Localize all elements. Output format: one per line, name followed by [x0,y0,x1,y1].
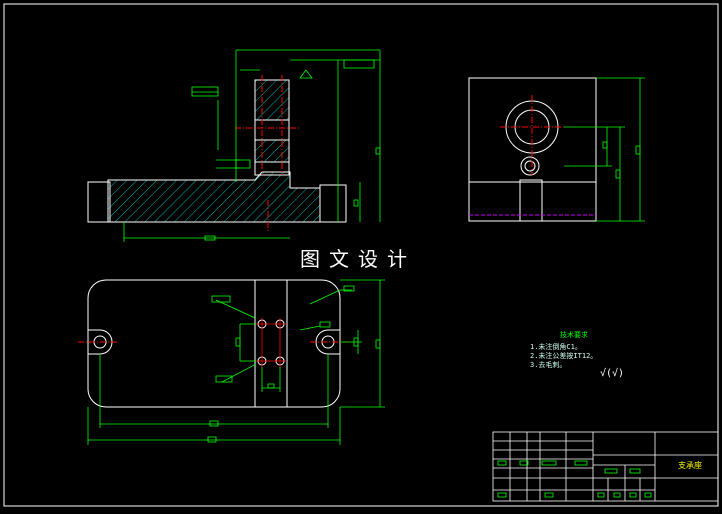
side-view-dimensions [564,77,645,222]
front-view [87,49,381,242]
base-section [107,171,321,223]
base-left-end [87,181,111,223]
title-block-part-name: 支承座 [678,461,702,470]
drawing-frame [3,3,719,507]
plan-view [78,279,385,445]
post-hatch-mid [254,139,290,163]
title-block [492,431,719,502]
front-view-dimensions [123,49,381,242]
plan-hole-centers [256,318,286,367]
watermark-text: 图文设计 [300,247,416,271]
roughness-symbol: √(√) [600,368,625,379]
tech-requirement-line-3: 3.去毛刺。 [530,361,567,369]
side-bore-inner [514,109,550,145]
base-right-end [319,184,347,223]
side-small-hole-inner [524,160,536,172]
plan-outline [87,279,341,408]
tech-requirement-line-2: 2.未注公差按IT12。 [530,352,598,360]
plan-view-dimensions [87,279,385,445]
post-hatch-top [254,79,290,121]
side-view [468,77,645,222]
side-small-hole-outer [520,156,540,176]
side-slot [519,179,543,222]
tech-requirement-line-1: 1.未注倒角C1。 [530,343,582,351]
title-block-fields [497,460,652,498]
tech-requirements-title: 技术要求 [560,331,588,339]
